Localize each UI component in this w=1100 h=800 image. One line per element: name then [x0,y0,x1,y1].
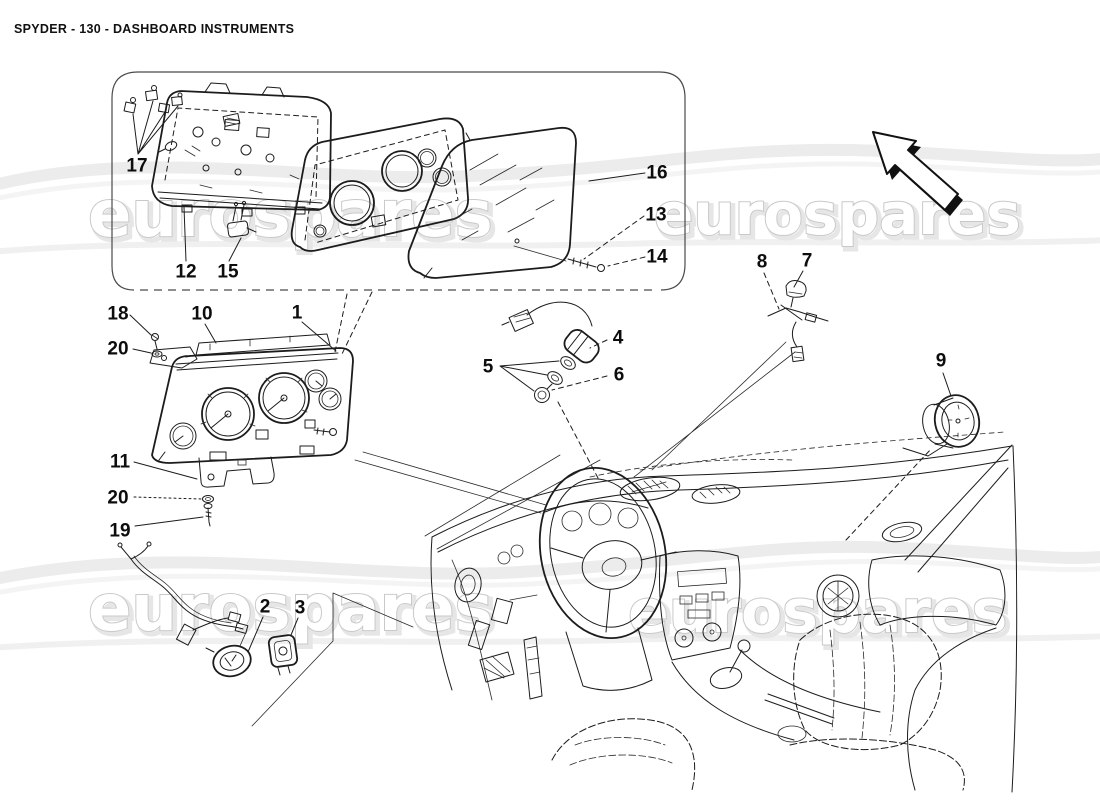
page-title: SPYDER - 130 - DASHBOARD INSTRUMENTS [14,22,295,36]
part-label-12-1: 12 [175,261,197,283]
instrument-cluster-assembly [151,347,354,464]
gauge-bezel-plate [290,117,469,252]
watermark-text: eurospares [88,178,493,252]
mounting-hardware [149,333,331,527]
part-label-1-8: 1 [291,302,303,324]
instrument-sender [227,200,257,238]
part-label-16-3: 16 [646,162,668,184]
part-label-8-13: 8 [756,251,768,273]
part-label-3-20: 3 [294,597,306,619]
clock-gauge [845,372,981,541]
part-label-17-0: 17 [126,155,148,177]
leader-lines-box [132,100,646,267]
part-label-5-10: 5 [482,356,494,378]
sensor-bracket-group [633,270,829,478]
watermark-row-bottom: eurospares eurospares eurospares eurospa… [87,571,1013,653]
cluster-rear-housing [151,82,332,217]
part-label-10-7: 10 [191,303,213,325]
direction-arrow [872,131,963,216]
part-label-15-2: 15 [217,261,239,283]
part-label-18-6: 18 [107,303,129,325]
part-label-11-16: 11 [109,451,131,473]
part-label-4-11: 4 [612,327,624,349]
part-label-20-17: 20 [107,487,129,509]
harness-and-switches [117,401,599,727]
glass-cover [407,126,605,279]
sensor-bulb-group [499,301,608,403]
watermark-text: eurospares [628,577,1007,647]
part-label-2-19: 2 [259,596,271,618]
part-label-13-4: 13 [645,204,667,226]
part-label-7-14: 7 [801,250,813,272]
part-label-14-5: 14 [646,246,668,268]
watermark-text: eurospares [88,572,493,646]
part-label-20-9: 20 [107,338,129,360]
watermark-swoosh [0,143,1100,651]
part-label-19-18: 19 [109,520,131,542]
exploded-view-box [111,71,686,291]
part-label-6-12: 6 [613,364,625,386]
watermark-text: eurospares [657,183,1024,251]
dashboard-illustration [424,431,1018,793]
bulb-connectors [123,85,241,153]
watermark-text: eurospares [654,180,1021,248]
part-label-9-15: 9 [935,350,947,372]
leader-lines-cluster [129,291,373,527]
watermark-row-top: eurospares eurospares eurospares eurospa… [87,177,1026,258]
